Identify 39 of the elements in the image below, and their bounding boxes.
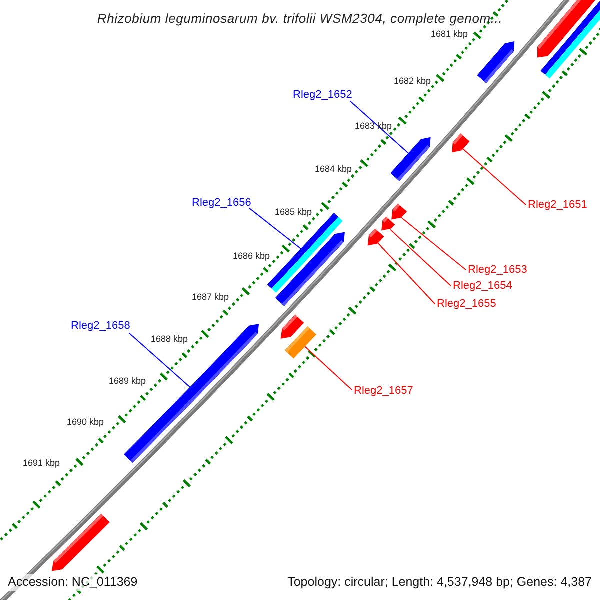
gene-feature (382, 216, 396, 231)
scale-label: 1681 kbp (431, 29, 468, 39)
leader-line (304, 346, 352, 390)
gene-feature (390, 137, 431, 182)
scale-label: 1689 kbp (109, 376, 146, 386)
gene-feature (276, 232, 345, 306)
leader-line (350, 100, 409, 154)
gene-label: Rleg2_1658 (71, 320, 130, 332)
gene-bar (285, 326, 316, 359)
gene-label: Rleg2_1653 (468, 264, 528, 276)
gene-feature (52, 546, 78, 572)
gene-feature (280, 314, 304, 339)
scale-label: 1684 kbp (315, 164, 352, 174)
gene-feature (368, 228, 384, 246)
leader-line (462, 148, 526, 206)
gene-label: Rleg2_1652 (293, 89, 352, 101)
gene-label: Rleg2_1656 (192, 197, 252, 209)
gene-label: Rleg2_1651 (528, 199, 588, 211)
leader-line (401, 217, 466, 270)
leader-line (390, 229, 452, 286)
gene-bar (540, 0, 600, 79)
gene-feature (392, 204, 407, 220)
gene-label: Rleg2_1657 (354, 385, 414, 397)
leader-line (378, 242, 436, 304)
scale-label: 1691 kbp (23, 458, 60, 468)
scale-label: 1685 kbp (275, 207, 312, 217)
map-title: Rhizobium leguminosarum bv. trifolii WSM2304, complete genom... (96, 10, 504, 28)
scale-label: 1686 kbp (233, 251, 270, 261)
leader-line (128, 332, 191, 388)
scale-label: 1683 kbp (355, 121, 392, 131)
scale-label: 1688 kbp (151, 334, 188, 344)
gene-feature (452, 134, 470, 153)
gene-label: Rleg2_1655 (437, 298, 496, 310)
scale-label: 1690 kbp (67, 417, 104, 427)
leader-line (248, 208, 302, 250)
scale-label: 1682 kbp (394, 76, 432, 86)
gene-feature (477, 42, 515, 84)
gene-label: Rleg2_1654 (453, 280, 512, 292)
scale-label: 1687 kbp (192, 292, 230, 302)
